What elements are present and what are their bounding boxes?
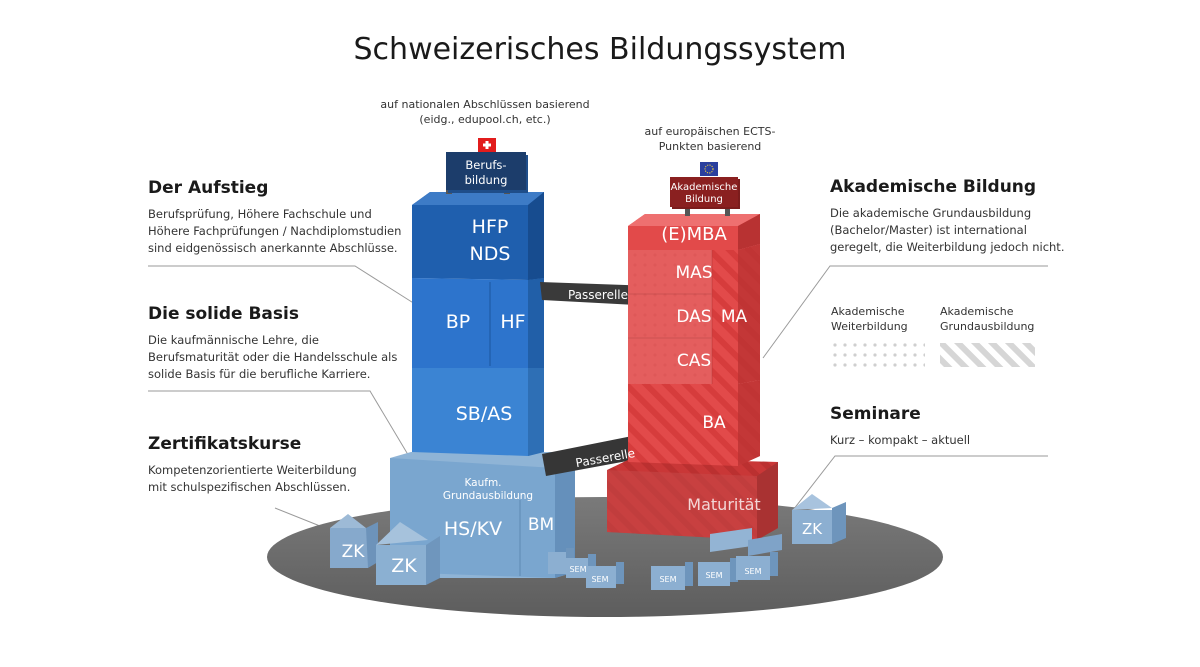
label-zk-2: ZK	[391, 555, 417, 577]
label-zk-1: ZK	[342, 542, 366, 562]
legend-weiterbildung-swatch	[830, 343, 925, 367]
section-basis: Die solide Basis Die kaufmännische Lehre…	[148, 304, 408, 383]
legend-grundausbildung-swatch	[940, 343, 1035, 367]
text-aufstieg: Berufsprüfung, Höhere Fachschule und Höh…	[148, 207, 402, 255]
text-akademisch: Die akademische Grundausbildung (Bachelo…	[830, 206, 1065, 254]
house-zk-3	[792, 494, 846, 544]
passerelle-upper	[540, 282, 656, 306]
label-das: DAS	[676, 307, 711, 327]
connector-lines	[148, 265, 1048, 531]
page-title: Schweizerisches Bildungssystem	[353, 32, 847, 67]
label-sem-1: SEM	[569, 565, 586, 574]
sem-block-2	[566, 554, 596, 578]
label-bm: BM	[528, 515, 554, 535]
label-nds: NDS	[470, 243, 511, 265]
label-ma: MA	[721, 307, 748, 327]
heading-seminare: Seminare	[830, 404, 921, 424]
sign-akademisch-line2: Bildung	[685, 194, 723, 205]
sign-berufsbildung	[446, 138, 528, 194]
text-zertifikatskurse: Kompetenzorientierte Weiterbildung mit s…	[148, 463, 357, 494]
sign-akademisch-line1: Akademische	[671, 182, 738, 193]
label-sem-3: SEM	[659, 575, 676, 584]
sem-block-5	[698, 558, 738, 586]
block-hfp-nds	[412, 192, 544, 280]
section-akademisch: Akademische Bildung Die akademische Grun…	[830, 177, 1065, 256]
house-zk-2	[376, 522, 440, 585]
heading-aufstieg: Der Aufstieg	[148, 178, 269, 198]
block-ba	[628, 380, 760, 466]
text-seminare: Kurz – kompakt – aktuell	[830, 433, 971, 447]
label-sem-4: SEM	[705, 571, 722, 580]
heading-zertifikatskurse: Zertifikatskurse	[148, 434, 302, 454]
block-sbas	[412, 366, 544, 456]
heading-basis: Die solide Basis	[148, 304, 299, 324]
label-kaufm-2: Grundausbildung	[443, 490, 533, 502]
label-mas: MAS	[675, 263, 712, 283]
block-bp-hf	[412, 278, 544, 368]
hint-national: auf nationalen Abschlüssen basierend (ei…	[380, 98, 590, 126]
sign-berufsbildung-line2: bildung	[465, 173, 508, 187]
sign-akademische-bildung	[670, 162, 740, 216]
section-aufstieg: Der Aufstieg Berufsprüfung, Höhere Fachs…	[148, 178, 408, 257]
legend-grundausbildung-label: Akademische Grundausbildung	[940, 305, 1035, 333]
sem-panels	[710, 528, 782, 556]
label-kaufm-1: Kaufm.	[464, 477, 501, 489]
label-cas: CAS	[677, 351, 711, 371]
sign-berufsbildung-line1: Berufs-	[465, 158, 506, 172]
label-sem-5: SEM	[744, 567, 761, 576]
section-seminare: Seminare Kurz – kompakt – aktuell	[830, 404, 1050, 449]
hint-ects: auf europäischen ECTS-Punkten basierend	[644, 125, 776, 153]
block-maturitaet	[607, 458, 778, 540]
heading-akademisch: Akademische Bildung	[830, 177, 1037, 197]
label-hf: HF	[500, 311, 525, 333]
sem-block-6	[736, 552, 778, 580]
house-zk-1	[330, 514, 378, 568]
section-zertifikatskurse: Zertifikatskurse Kompetenzorientierte We…	[148, 434, 378, 496]
label-maturitaet: Maturität	[687, 495, 760, 514]
label-hfp: HFP	[472, 216, 509, 238]
label-zk-3: ZK	[802, 520, 823, 538]
sem-block-3	[586, 562, 624, 588]
label-passerelle-upper: Passerelle	[568, 288, 628, 302]
passerelle-lower	[542, 432, 654, 476]
label-sem-2: SEM	[591, 575, 608, 584]
label-ba: BA	[702, 413, 726, 433]
sem-block-4	[651, 562, 693, 590]
legend-weiterbildung-label: Akademische Weiterbildung	[831, 305, 908, 333]
label-emba: (E)MBA	[661, 224, 727, 245]
label-sbas: SB/AS	[456, 403, 513, 425]
eu-flag-icon	[700, 162, 718, 176]
label-hskv: HS/KV	[444, 518, 502, 540]
label-bp: BP	[446, 311, 471, 333]
text-basis: Die kaufmännische Lehre, die Berufsmatur…	[148, 333, 398, 381]
